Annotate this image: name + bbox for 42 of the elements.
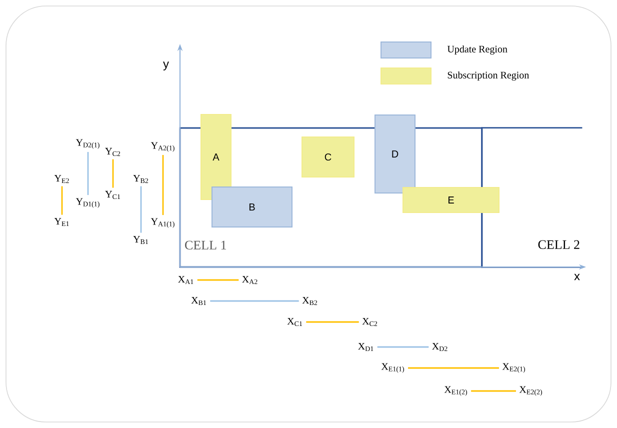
range-line: [112, 159, 114, 188]
range-label: Y$_{A1(1)}$: [150, 218, 174, 228]
range-label: Y$_{B1}$: [133, 236, 148, 244]
range-label: X$_{C2}$: [362, 318, 378, 326]
subscription-region: E: [402, 187, 500, 213]
subscription-region: C: [302, 136, 354, 178]
range-line: [471, 390, 516, 392]
range-label: X$_{E2(2)}$: [519, 386, 542, 396]
update-region: B: [212, 186, 292, 228]
range-label: X$_{C1}$: [287, 318, 302, 326]
range-line: [61, 186, 63, 215]
range-label: X$_{E1(1)}$: [381, 363, 404, 373]
range-label: Y$_{D2(1)}$: [76, 139, 100, 149]
range-label: Y$_{C1}$: [105, 190, 120, 200]
range-label: X$_{E2(1)}$: [502, 363, 526, 373]
range-line: [87, 152, 89, 196]
legend-label: Update Region: [447, 45, 508, 55]
range-label: Y$_{A2(1)}$: [150, 142, 174, 152]
axis-label: y: [163, 62, 169, 70]
range-label: X$_{B1}$: [191, 296, 206, 306]
subscription-region: A: [200, 114, 232, 200]
range-label: X$_{B2}$: [302, 296, 318, 306]
cell-region: CELL 2: [481, 127, 582, 268]
range-line: [140, 186, 142, 233]
range-line: [210, 300, 299, 302]
range-label: Y$_{E1}$: [54, 218, 69, 226]
range-label: Y$_{D1(1)}$: [76, 198, 100, 208]
range-label: X$_{A2}$: [242, 276, 258, 284]
range-line: [306, 321, 359, 323]
update-region: D: [374, 114, 416, 194]
range-label: Y$_{C2}$: [105, 148, 120, 156]
range-line: [197, 279, 239, 281]
range-label: Y$_{B2}$: [133, 174, 148, 184]
range-label: X$_{E1(2)}$: [444, 386, 468, 396]
range-label: X$_{A1}$: [178, 276, 194, 284]
legend-label: Subscription Region: [448, 71, 529, 81]
range-label: Y$_{E2}$: [54, 174, 69, 184]
range-line: [377, 346, 429, 348]
range-label: X$_{D2}$: [432, 342, 448, 352]
range-label: X$_{D1}$: [358, 342, 374, 352]
range-line: [162, 154, 164, 216]
range-line: [408, 367, 499, 369]
